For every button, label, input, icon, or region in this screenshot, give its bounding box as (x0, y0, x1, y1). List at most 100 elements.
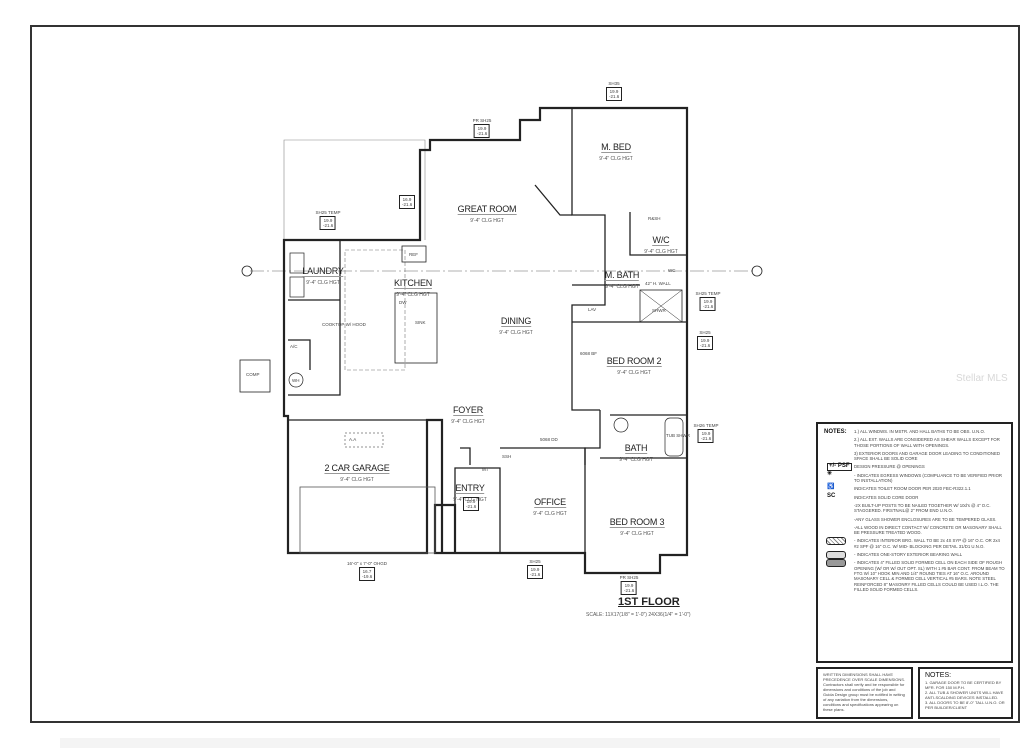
notes-box: NOTES: 1. GARAGE DOOR TO BE CERTIFIED BY… (918, 667, 1013, 719)
note-text: - INDICATES INTERIOR BRG. WALL TO BE 2x … (854, 538, 1000, 549)
garage-door (299, 486, 436, 554)
label-door-5068: 5068 DD (540, 437, 558, 442)
note-text: DESIGN PRESSURE @ OPENINGS (854, 464, 925, 470)
section-marker-left (241, 265, 253, 277)
notes-panel: NOTES: 1.) ALL WINDWS. IN MSTR. AND HALL… (816, 422, 1013, 663)
light-wall-swatch-icon (826, 551, 846, 560)
note: 2. ALL TUB & SHOWER UNITS WILL HAVE ANTI… (925, 690, 1004, 700)
water-heater (288, 372, 304, 388)
label-dw: DW (399, 300, 407, 305)
tub (664, 417, 684, 457)
label-6068bf: 6068 BF (580, 351, 598, 356)
note-filled-cell: - INDICATES 4" FILLED SOLID FORMED CELL … (826, 559, 1005, 592)
note: -ANY GLASS SHOWER ENCLOSURES ARE TO BE T… (854, 516, 997, 522)
entry-wall (454, 467, 501, 553)
label-lav: LAV (588, 307, 597, 312)
window-tag: 16.9-21.6 (399, 194, 415, 209)
kitchen-counter (344, 249, 406, 371)
psf-symbol-icon: +/- PSF (827, 463, 852, 471)
note: 1. GARAGE DOOR TO BE CERTIFIED BY MFR. F… (925, 680, 1002, 690)
note-text: INDICATES SOLID CORE DOOR (854, 494, 919, 500)
label-ssh: SSH (502, 454, 512, 459)
label-cooktop: COOKTOP W/ HOOD (322, 322, 366, 327)
washer (289, 276, 305, 298)
plan-title: 1ST FLOOR (618, 596, 680, 608)
label-shwr: SHWR (652, 308, 666, 313)
exterior-wall (282, 106, 689, 575)
note-egress: ✳ - INDICATES EGRESS WINDOWS (COMPLIANCE … (827, 471, 1005, 484)
drawing-frame (30, 25, 1020, 723)
label-aa: A.A (349, 437, 357, 442)
label-ref: REF (409, 252, 418, 257)
label-ac: A/C (290, 344, 298, 349)
note: 1.) ALL WINDWS. IN MSTR. AND HALL BATHS … (854, 429, 986, 434)
label-wh: WH (292, 378, 300, 383)
attic-access (344, 432, 384, 448)
bath-wall (584, 410, 601, 465)
hatched-wall-swatch-icon (826, 537, 846, 546)
note: 3) EXTERIOR DOORS AND GARAGE DOOR LEADIN… (854, 450, 1000, 462)
refrigerator (401, 245, 427, 263)
dimension-note-text: WRITTEN DIMENSIONS SHALL HAVE PRECEDENCE… (823, 672, 906, 712)
laundry-wall (288, 240, 341, 396)
note: -2X BUILT-UP POSTS TO BE NAILED TOGETHER… (854, 502, 991, 514)
section-marker-right (751, 265, 763, 277)
label-mt: MT (482, 467, 489, 472)
note-exterior-wall: - INDICATES ONE-STORY EXTERIOR BEARING W… (826, 551, 1005, 560)
solid-core-symbol-icon: SC (827, 492, 836, 499)
note-toilet: ♿ INDICATES TOILET ROOM DOOR PER 2020 FBC… (827, 484, 1005, 492)
note-text: - INDICATES EGRESS WINDOWS (COMPLIANCE T… (854, 472, 1003, 484)
label-42-wall: 42" H. WALL (645, 281, 671, 286)
label-rsh: R&SH (648, 216, 661, 221)
foyer-wall (460, 447, 471, 465)
watermark: Stellar MLS (956, 373, 1008, 384)
page-bottom-edge (60, 738, 1000, 748)
master-wall (534, 184, 572, 216)
label-sink: SINK (415, 320, 426, 325)
kitchen-island (394, 292, 438, 364)
ac-pad (239, 359, 271, 393)
lanai-outline (283, 139, 426, 240)
shower (639, 289, 683, 323)
note: 3. ALL DOORS TO BE 8'-0" TALL U.N.O. OR … (925, 700, 1005, 710)
label-comp: COMP (246, 372, 260, 377)
label-wc: WC (668, 268, 676, 273)
dark-wall-swatch-icon (826, 559, 846, 568)
note-solid-core: SC INDICATES SOLID CORE DOOR (827, 493, 1005, 500)
wc-wall (629, 212, 687, 256)
ac-closet-wall (288, 339, 311, 370)
notes-heading: NOTES: (824, 429, 847, 435)
dimension-note-box: WRITTEN DIMENSIONS SHALL HAVE PRECEDENCE… (816, 667, 913, 719)
dryer (289, 252, 305, 274)
note: -ALL WOOD IN DIRECT CONTACT W/ CONCRETE … (854, 524, 1002, 536)
note-text: INDICATES TOILET ROOM DOOR PER 2020 FBC-… (854, 486, 971, 492)
notes-box-heading: NOTES: (925, 672, 952, 679)
label-tub-shwr: TUB SHWR (666, 433, 690, 438)
egress-symbol-icon: ✳ (827, 470, 833, 477)
window-tag: 19.9-21.6 (463, 496, 479, 511)
note-text: - INDICATES ONE-STORY EXTERIOR BEARING W… (854, 552, 963, 558)
accessible-symbol-icon: ♿ (827, 484, 835, 491)
lavatory (613, 417, 629, 433)
